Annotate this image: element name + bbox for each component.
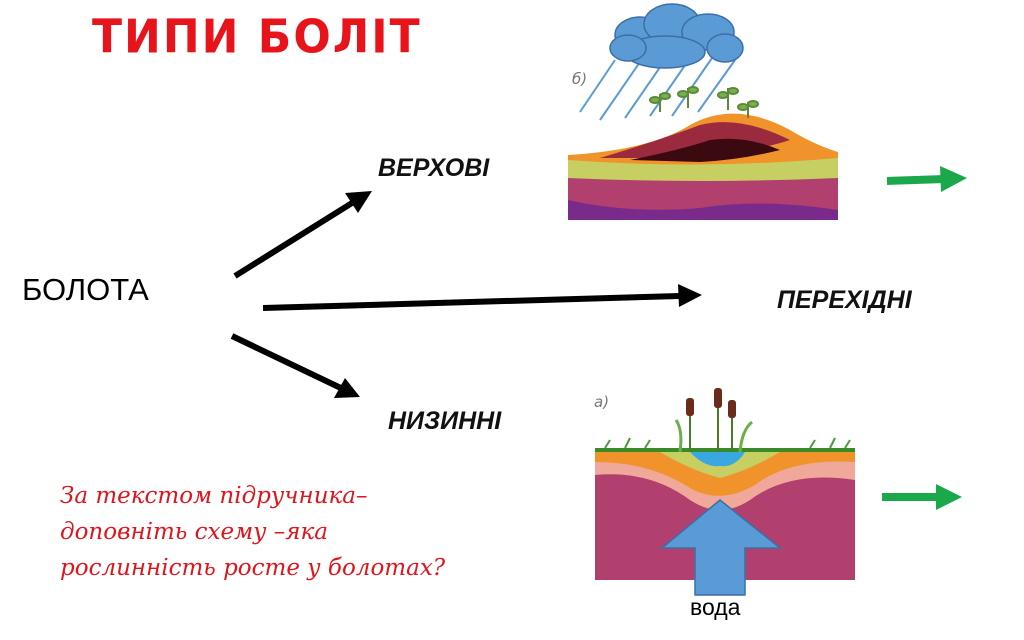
arrowhead-upland <box>345 191 372 213</box>
grass-icons <box>604 437 851 449</box>
arrow-to-upland <box>233 195 363 279</box>
root-label: БОЛОТА <box>22 272 149 307</box>
instruction-text: За текстом підручника– доповніть схему –… <box>60 483 446 581</box>
arrow-to-lowland <box>230 333 347 393</box>
water-label: вода <box>690 594 741 620</box>
type-label-upland: ВЕРХОВІ <box>378 154 490 182</box>
diagram-letter-b: б) <box>572 70 588 88</box>
page-title: ТИПИ БОЛІТ <box>92 10 422 65</box>
green-arrow-upper <box>886 166 967 192</box>
type-label-transitional: ПЕРЕХІДНІ <box>777 286 912 314</box>
water-arrow <box>659 499 783 596</box>
arrow-to-transitional <box>262 293 681 311</box>
arrowhead-transitional <box>678 284 702 307</box>
plant-icons <box>649 86 759 118</box>
rain-lines <box>579 57 736 121</box>
green-arrow-lower <box>882 484 962 510</box>
diagram-letter-a: а) <box>594 393 610 411</box>
lowland-bog-illustration <box>595 388 855 596</box>
cattail-icons <box>674 388 754 453</box>
cloud-icon <box>609 3 744 69</box>
type-label-lowland: НИЗИННІ <box>388 407 502 435</box>
arrowhead-lowland <box>334 378 360 398</box>
upland-bog-illustration <box>568 3 838 220</box>
